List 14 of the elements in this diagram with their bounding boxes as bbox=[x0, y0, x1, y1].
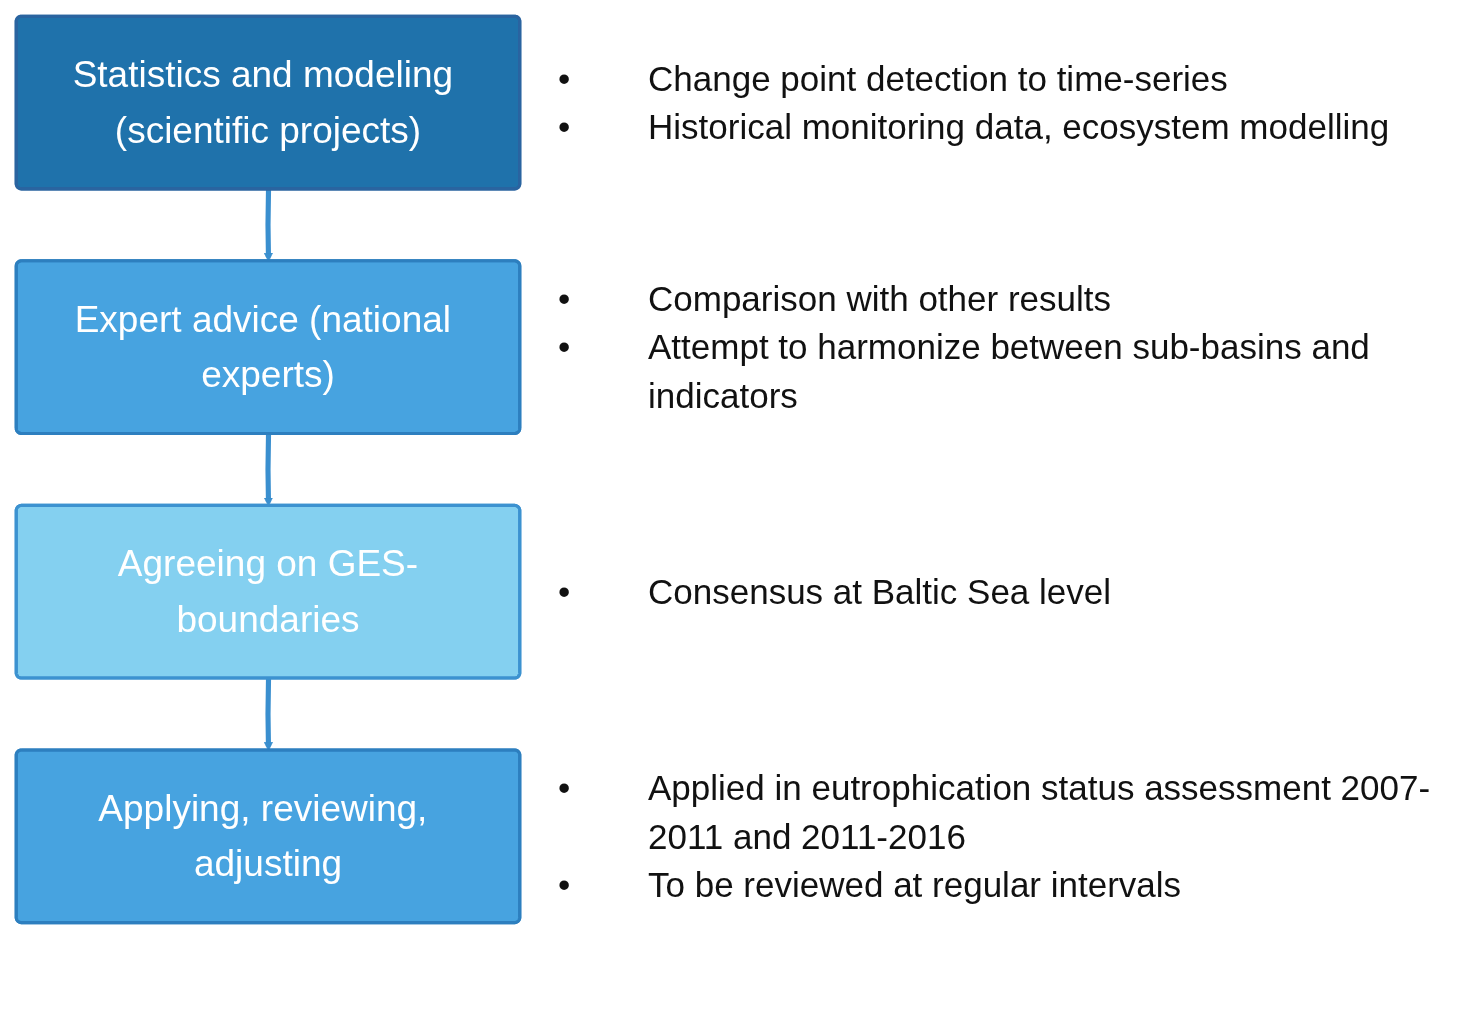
bullet-marker: • bbox=[558, 766, 572, 809]
bullet-marker: • bbox=[558, 105, 572, 148]
bullet-marker: • bbox=[558, 277, 572, 320]
bullet-text: Consensus at Baltic Sea level bbox=[648, 570, 1113, 613]
bullet-text: To be reviewed at regular intervals bbox=[648, 863, 1183, 906]
bullet-marker: • bbox=[558, 326, 572, 368]
bullet-marker: • bbox=[558, 570, 572, 613]
bullet-text: Applied in eutrophication status assessment 2007-2011 and 2011-2016 bbox=[648, 766, 1432, 858]
bullet-text: Comparison with other results bbox=[648, 277, 1112, 320]
bullet-text: Change point detection to time-series bbox=[648, 57, 1229, 100]
bullet-marker: • bbox=[558, 863, 572, 906]
bullet-text: Attempt to harmonize between sub-basins and indicators bbox=[648, 326, 1371, 417]
bullet-text: Historical monitoring data, ecosystem modelling bbox=[648, 105, 1391, 148]
bullet-marker: • bbox=[558, 57, 572, 100]
